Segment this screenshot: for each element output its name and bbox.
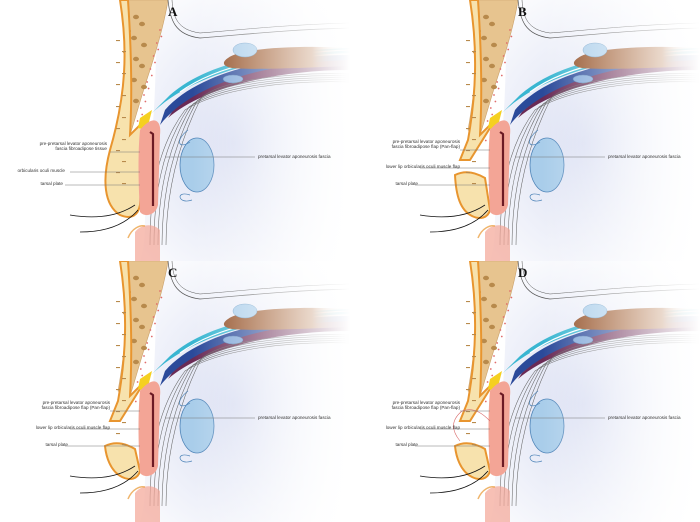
label-left: lower lip orbicularis oculi muscle flap	[35, 425, 110, 430]
eyelid-illustration	[350, 261, 700, 522]
eyelid-illustration	[350, 0, 700, 261]
fade-overlay	[0, 261, 350, 522]
label-left: lower lip orbicularis oculi muscle flap	[385, 425, 460, 430]
panel-letter: B	[518, 4, 527, 19]
label-left: tarsal plate	[395, 442, 418, 447]
eyelid-illustration	[0, 261, 350, 522]
label-left: tarsal plate	[40, 181, 63, 186]
eyelid-illustration	[0, 0, 350, 261]
label-left: tarsal plate	[395, 181, 418, 186]
label-right: pretarsal levator aponeurosis fascia	[258, 415, 331, 420]
label-left: orbicularis oculi muscle	[17, 168, 66, 173]
panel-letter: A	[168, 4, 178, 19]
label-right: pretarsal levator aponeurosis fascia	[258, 154, 331, 159]
label-left: tarsal plate	[45, 442, 68, 447]
label-right: pretarsal levator aponeurosis fascia	[608, 415, 681, 420]
fade-overlay	[350, 261, 700, 522]
panel-letter: D	[518, 265, 528, 280]
fade-overlay	[0, 0, 350, 261]
label-right: pretarsal levator aponeurosis fascia	[608, 154, 681, 159]
fade-overlay	[350, 0, 700, 261]
panel-letter: C	[168, 265, 178, 280]
label-left: lower lip orbicularis oculi muscle flap	[385, 164, 460, 169]
